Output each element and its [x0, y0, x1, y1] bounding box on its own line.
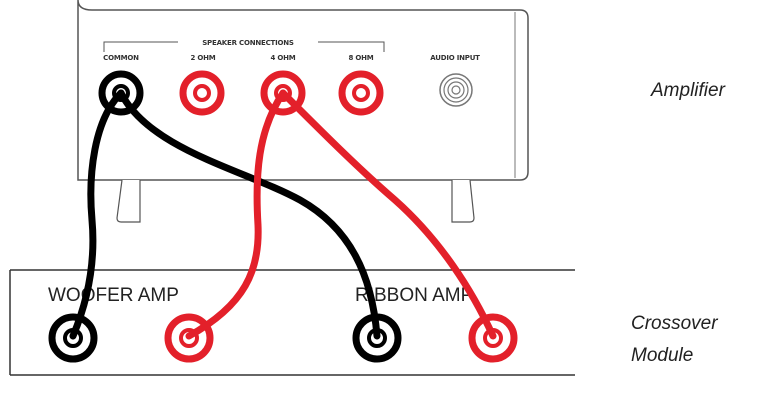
wire-common-to-woofer-negative: [69, 89, 125, 340]
crossover-box-outline: [9, 269, 575, 376]
woofer-amp-label: WOOFER AMP: [48, 285, 179, 306]
amplifier-unit: SPEAKER CONNECTIONS COMMON 2 OHM 4 OHM 8…: [77, 0, 529, 223]
terminal-label-8-ohm: 8 OHM: [348, 54, 373, 62]
terminal-8-ohm: [338, 70, 384, 116]
module-side-label: Module: [631, 345, 693, 366]
wires: [69, 89, 497, 340]
ribbon-amp-label: RIBBON AMP: [355, 285, 473, 306]
audio-input-jack: [439, 73, 473, 107]
terminal-label-common: COMMON: [103, 54, 139, 62]
amplifier-side-label: Amplifier: [650, 80, 726, 101]
terminal-label-2-ohm: 2 OHM: [190, 54, 215, 62]
wire-4-ohm-to-woofer-positive: [185, 89, 287, 340]
audio-input-label: AUDIO INPUT: [430, 54, 480, 62]
terminal-2-ohm: [179, 70, 225, 116]
amplifier-foot-left: [116, 179, 141, 223]
crossover-side-label: Crossover: [631, 313, 718, 334]
terminal-label-4-ohm: 4 OHM: [270, 54, 295, 62]
speaker-connections-label: SPEAKER CONNECTIONS: [202, 39, 294, 47]
wire-common-to-ribbon-negative: [117, 89, 381, 340]
amplifier-foot-right: [451, 179, 475, 223]
wire-4-ohm-to-ribbon-positive: [279, 89, 497, 340]
speaker-connections-bracket: [103, 41, 385, 52]
crossover-module: WOOFER AMP RIBBON AMP: [9, 269, 575, 376]
